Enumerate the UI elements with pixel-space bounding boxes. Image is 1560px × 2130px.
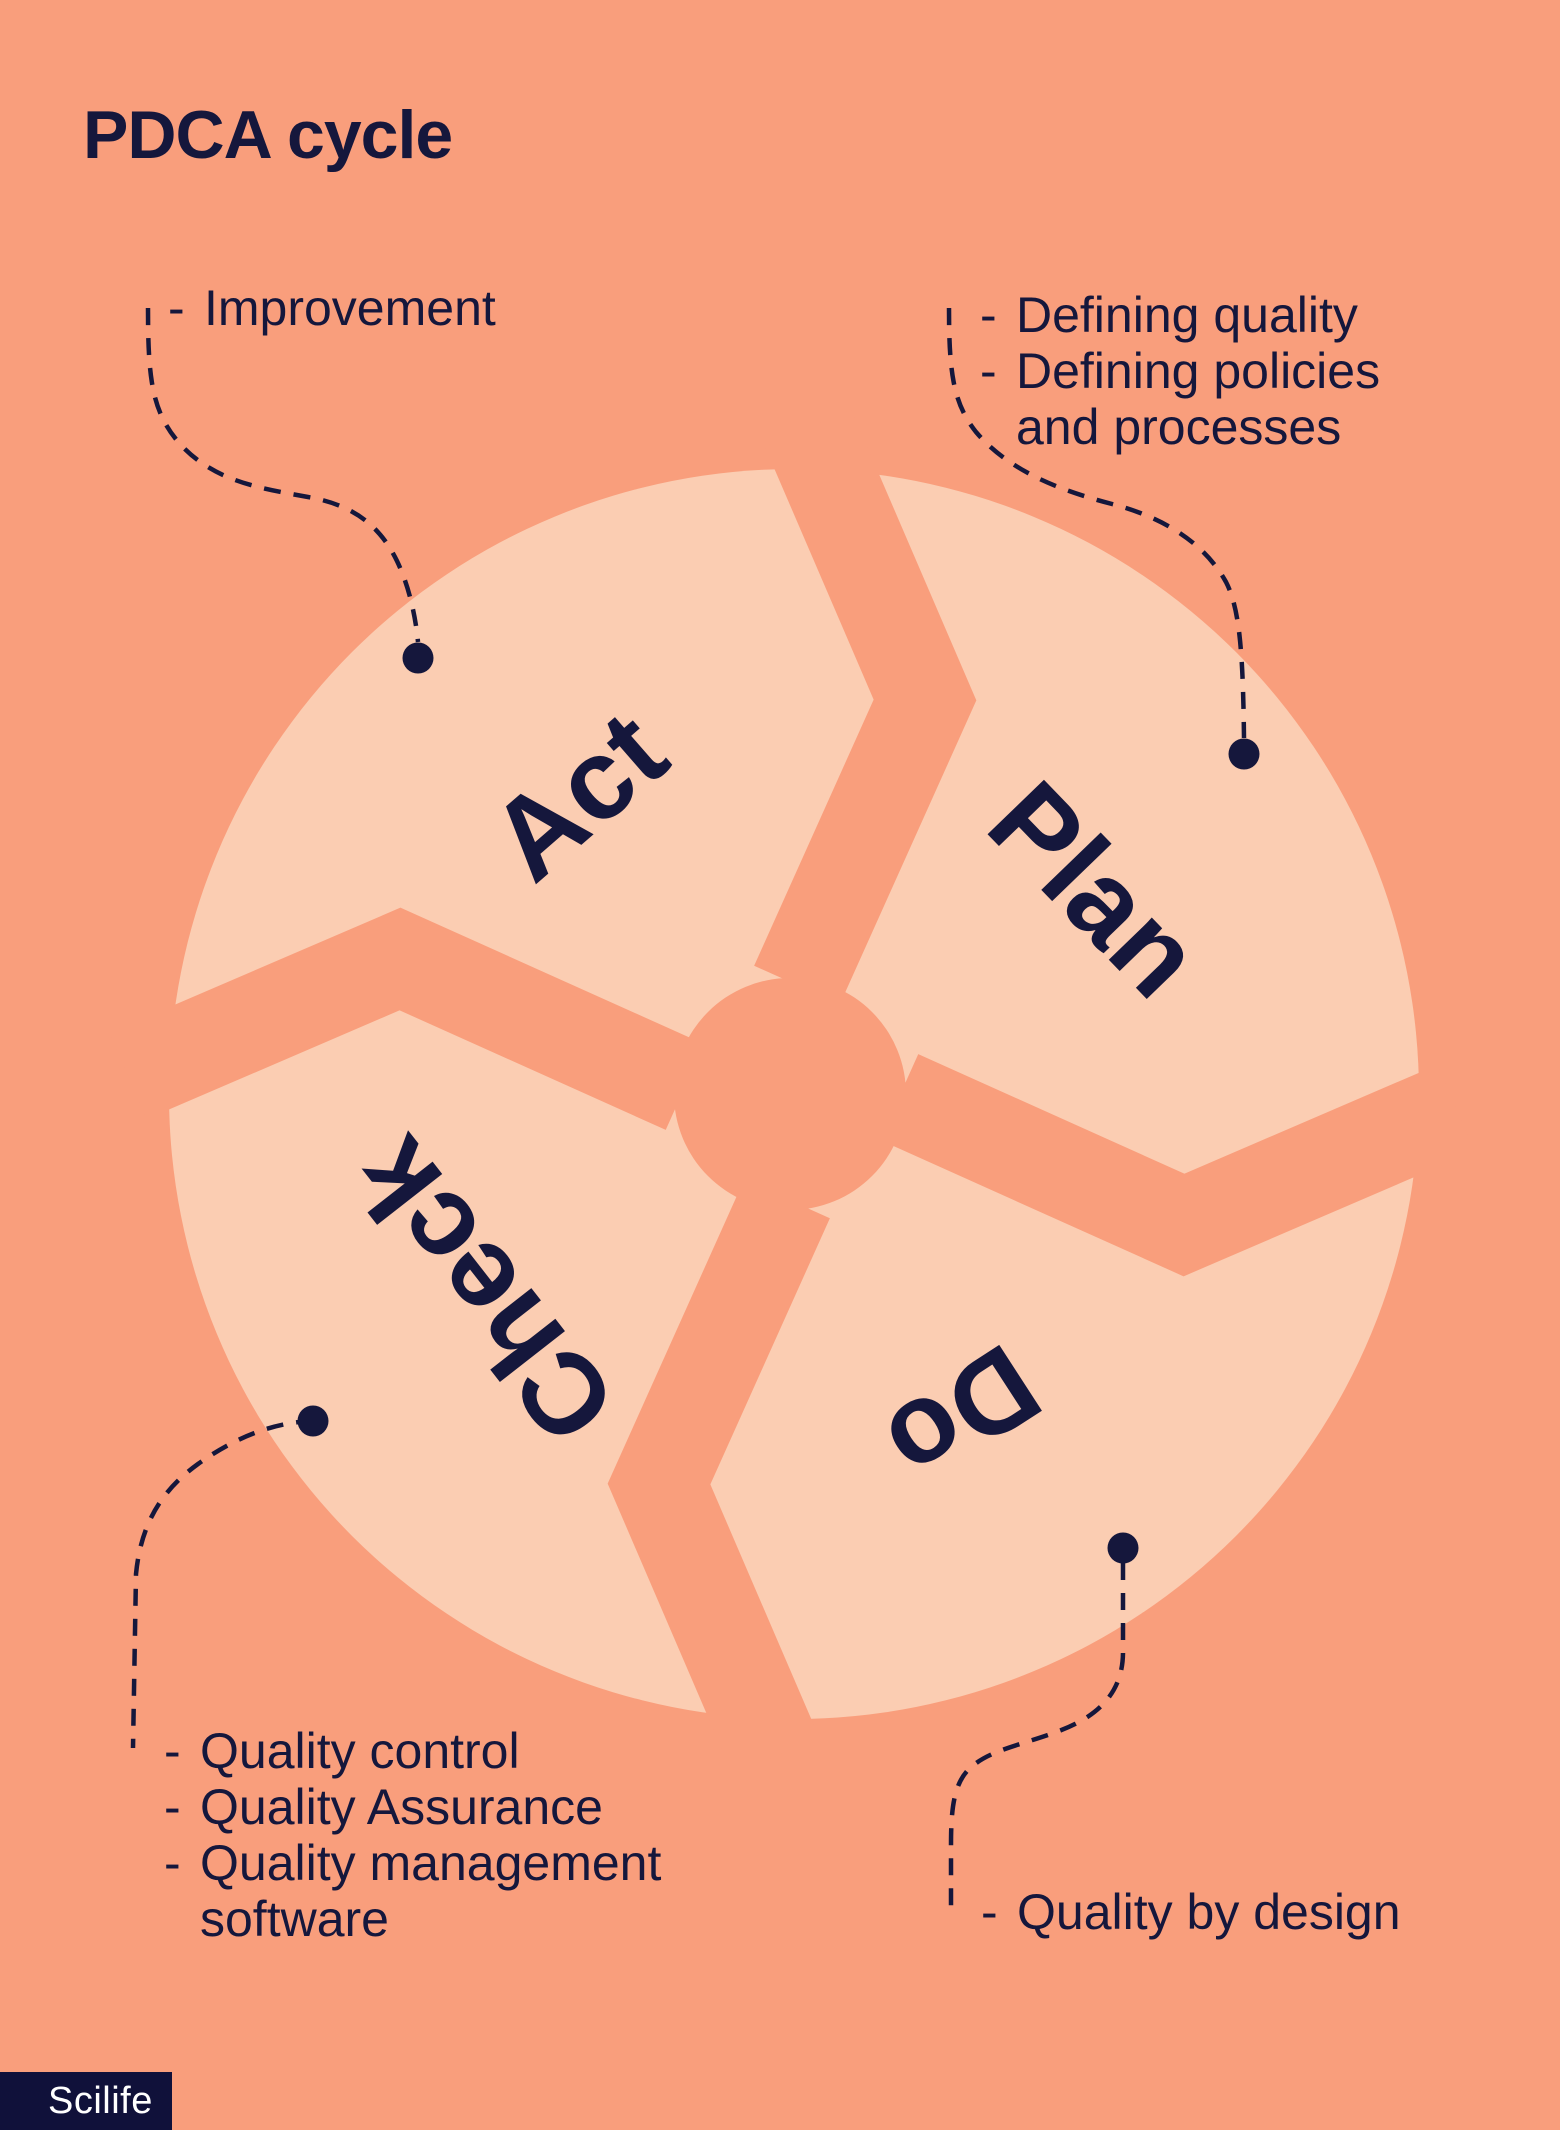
act-callout-line	[145, 307, 421, 643]
bullet-dash: -	[164, 1835, 181, 1891]
annotation-item: - Quality management software	[156, 1835, 720, 1947]
do-callout-line	[948, 1563, 1126, 1906]
scilife-logo: Scilife	[0, 2072, 172, 2130]
plan-callout-line	[946, 307, 1247, 739]
annotation-item: - Improvement	[160, 280, 496, 336]
page-title: PDCA cycle	[83, 97, 453, 173]
bullet-dash: -	[980, 343, 997, 399]
scilife-logo-text: Scilife	[48, 2079, 153, 2122]
plan-callout-dot	[1228, 738, 1260, 770]
annotation-item: - Defining quality	[972, 287, 1436, 343]
act-annotation: - Improvement	[160, 280, 496, 336]
divider-channel-top	[754, 409, 977, 1005]
annotation-item: - Quality control	[156, 1723, 720, 1779]
annotation-text: Defining quality	[1016, 287, 1358, 343]
annotation-item: - Defining policies and processes	[972, 343, 1436, 455]
check-callout-line	[130, 1418, 314, 1749]
annotation-item: - Quality by design	[973, 1884, 1401, 1940]
callout-lines	[130, 307, 1247, 1906]
annotation-text: Quality control	[200, 1723, 520, 1779]
bullet-dash: -	[168, 280, 185, 336]
annotation-item: - Quality Assurance	[156, 1779, 720, 1835]
check-callout-dot	[297, 1405, 329, 1437]
bullet-dash: -	[164, 1779, 181, 1835]
annotation-text: Defining policies and processes	[1016, 343, 1381, 455]
segment-divider-channels	[128, 409, 1456, 1756]
bullet-dash: -	[981, 1884, 998, 1940]
annotation-text: Quality by design	[1017, 1884, 1401, 1940]
callout-dots	[297, 642, 1260, 1564]
annotation-text: Quality management software	[200, 1835, 662, 1947]
cycle-hub	[674, 978, 906, 1210]
do-annotation: - Quality by design	[973, 1884, 1401, 1940]
bullet-dash: -	[164, 1723, 181, 1779]
bullet-dash: -	[980, 287, 997, 343]
do-callout-dot	[1107, 1532, 1139, 1564]
annotation-text: Quality Assurance	[200, 1779, 603, 1835]
check-annotation: - Quality control - Quality Assurance - …	[156, 1723, 720, 1947]
plan-annotation: - Defining quality - Defining policies a…	[972, 287, 1436, 455]
act-callout-dot	[402, 642, 434, 674]
annotation-text: Improvement	[204, 280, 496, 336]
